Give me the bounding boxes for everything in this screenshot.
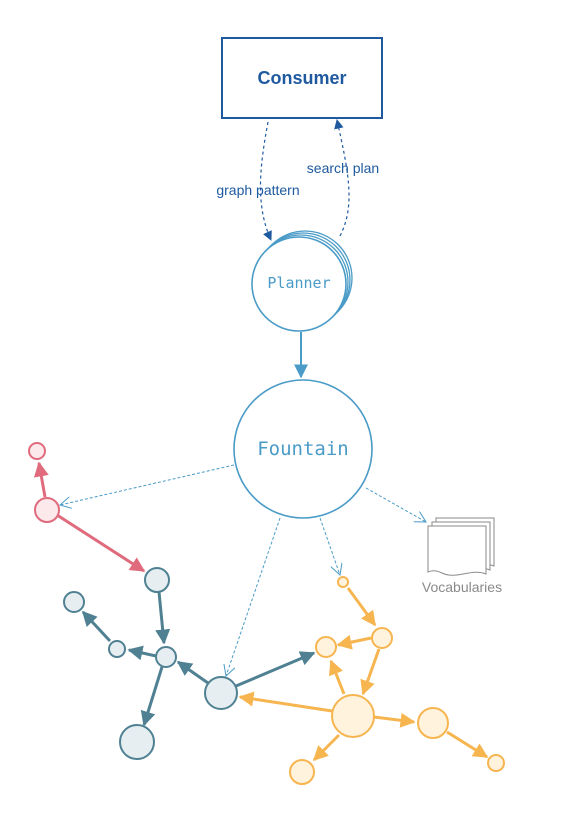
orange-node [417, 707, 449, 739]
orange-node [331, 694, 375, 738]
orange-node [289, 759, 315, 785]
dark-node [204, 676, 238, 710]
dark-edge [81, 610, 112, 643]
orange-edge [328, 659, 346, 695]
red-edge [56, 513, 146, 573]
orange-edge [238, 691, 333, 713]
consumer-label: Consumer [257, 68, 346, 88]
red-node [28, 442, 46, 460]
red-edge [33, 461, 49, 498]
search-plan-label: search plan [307, 160, 379, 176]
dark-edge [140, 666, 164, 727]
red-node [34, 497, 60, 523]
vocabularies-node: Vocabularies [422, 517, 502, 595]
orange-edge [346, 587, 377, 627]
fountain-to-red-graph-edge [60, 464, 235, 505]
orange-edge [373, 712, 416, 728]
dark-node [119, 724, 155, 760]
fountain-to-orange-graph-edge [319, 517, 340, 575]
orange-node [315, 636, 337, 658]
dark-graph [63, 567, 316, 760]
dark-node [155, 646, 177, 668]
orange-edge [360, 648, 381, 696]
orange-node [371, 627, 393, 649]
planner-label: Planner [267, 274, 330, 292]
documents-icon [427, 517, 495, 576]
vocabularies-label: Vocabularies [422, 579, 502, 595]
dark-node [108, 640, 126, 658]
red-graph [28, 442, 146, 573]
orange-edge [336, 634, 372, 650]
fountain-to-vocabularies-edge [365, 487, 426, 522]
orange-node [337, 576, 349, 588]
dark-edge [155, 591, 171, 645]
dark-node [63, 591, 85, 613]
dark-edge [176, 660, 209, 685]
orange-graph [238, 576, 505, 785]
dark-edge [127, 645, 157, 661]
orange-edge [446, 730, 489, 759]
fountain-to-dark-graph-edge [226, 517, 281, 676]
dark-node [144, 567, 170, 593]
orange-node [487, 754, 505, 772]
fountain-label: Fountain [257, 438, 349, 460]
search-plan-edge [334, 119, 350, 237]
graph-pattern-edge [259, 121, 272, 241]
planner-node: Planner [251, 230, 353, 332]
fountain-node: Fountain [233, 379, 373, 519]
dark-edge [235, 651, 316, 688]
orange-edge [312, 733, 341, 762]
graph-pattern-label: graph pattern [216, 182, 299, 198]
consumer-node: Consumer [221, 37, 383, 119]
